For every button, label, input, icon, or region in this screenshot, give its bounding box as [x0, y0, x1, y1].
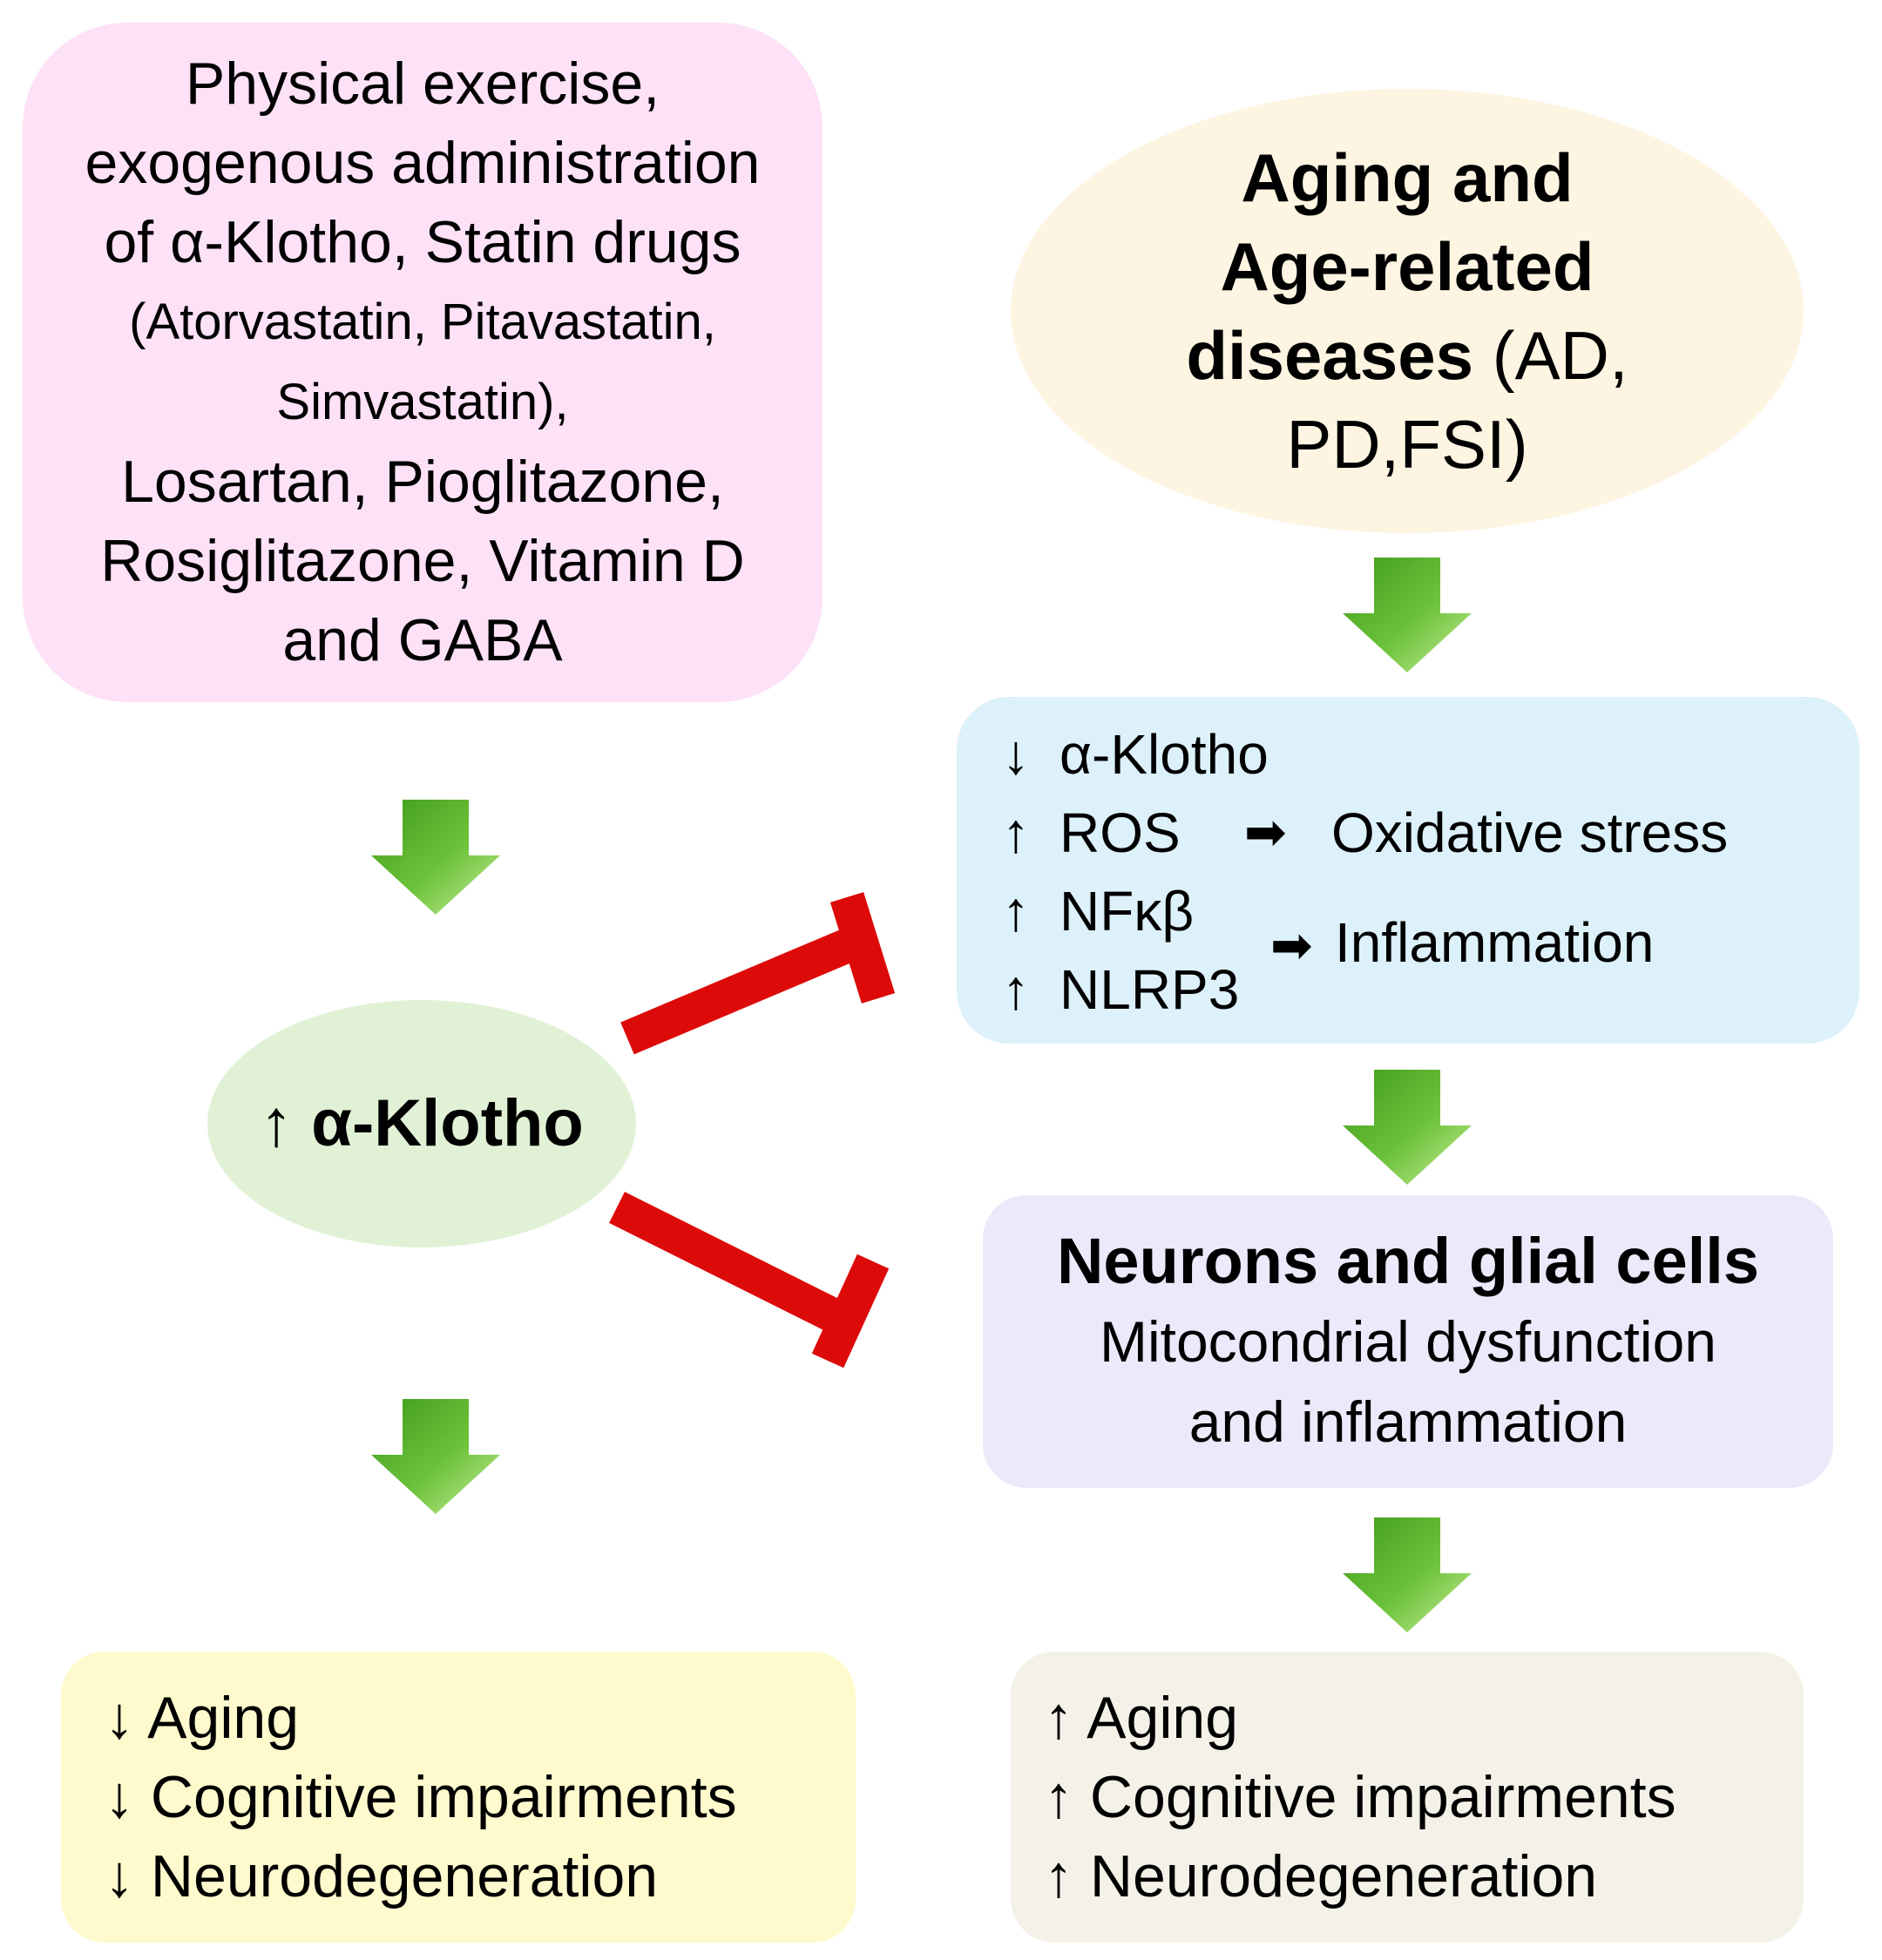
klotho-up-arrow: ↑: [260, 1086, 294, 1160]
down-arrow-klotho-to-outcome: [371, 1399, 500, 1514]
klotho-label: α-Klotho: [311, 1086, 584, 1160]
outcome-right-row-2: ↑ Cognitive impairments: [1044, 1763, 1676, 1830]
mol-row-3-arrow: ↑: [1002, 880, 1030, 943]
mol-row-4-arrow: ↑: [1002, 958, 1030, 1021]
interventions-line-3: of α-Klotho, Statin drugs: [104, 209, 741, 275]
outcome-right-row-3: ↑ Neurodegeneration: [1044, 1842, 1598, 1909]
aging-line-3: diseases (AD,: [1186, 317, 1628, 394]
interventions-box: Physical exercise, exogenous administrat…: [23, 23, 823, 702]
outcome-left-row-1: ↓ Aging: [105, 1684, 300, 1751]
outcome-decrease-box: ↓ Aging ↓ Cognitive impairments ↓ Neurod…: [61, 1652, 856, 1943]
ros-to-oxidative-arrow: ➡: [1244, 804, 1287, 861]
interventions-line-5: Simvastatin),: [276, 374, 569, 430]
down-arrow-neurons-to-outcome: [1343, 1517, 1472, 1632]
molecular-effects-box: ↓ α-Klotho ↑ ROS ➡ Oxidative stress ↑ NF…: [957, 697, 1859, 1044]
outcome-right-row-1: ↑ Aging: [1044, 1684, 1239, 1751]
neurons-glial-box: Neurons and glial cells Mitocondrial dys…: [983, 1195, 1833, 1488]
mol-row-4-label: NLRP3: [1059, 958, 1240, 1021]
mol-row-2-label: ROS: [1059, 801, 1181, 864]
interventions-line-7: Rosiglitazone, Vitamin D: [100, 528, 745, 594]
aging-diseases-ellipse: Aging and Age-related diseases (AD, PD,F…: [1011, 89, 1804, 533]
outcome-left-row-3: ↓ Neurodegeneration: [105, 1842, 659, 1909]
interventions-line-1: Physical exercise,: [185, 51, 660, 117]
nfkb-to-inflammation-arrow: ➡: [1270, 917, 1313, 974]
aging-line-2: Age-related: [1220, 228, 1594, 305]
aging-line-4: PD,FSI): [1286, 406, 1528, 483]
interventions-line-2: exogenous administration: [85, 130, 761, 196]
mol-row-3-label: NFκβ: [1059, 880, 1195, 943]
aging-line-1: Aging and: [1241, 139, 1574, 216]
oxidative-stress-label: Oxidative stress: [1331, 801, 1729, 864]
interventions-line-4: (Atorvastatin, Pitavastatin,: [129, 294, 716, 350]
inflammation-label: Inflammation: [1335, 911, 1655, 974]
inhibition-klotho-to-molecular: [620, 892, 896, 1055]
outcome-left-row-2: ↓ Cognitive impairments: [105, 1763, 737, 1830]
mol-row-1-label: α-Klotho: [1059, 723, 1269, 786]
klotho-increase-ellipse: ↑ α-Klotho: [207, 1000, 636, 1247]
mol-row-1-arrow: ↓: [1002, 723, 1030, 786]
klotho-label-line: ↑ α-Klotho: [260, 1085, 584, 1163]
mol-row-2-arrow: ↑: [1002, 801, 1030, 864]
neurons-title: Neurons and glial cells: [1056, 1225, 1759, 1297]
inhibition-klotho-to-neurons: [609, 1192, 890, 1369]
outcome-increase-box: ↑ Aging ↑ Cognitive impairments ↑ Neurod…: [1011, 1652, 1804, 1943]
interventions-line-6: Losartan, Pioglitazone,: [121, 449, 724, 515]
neurons-line-2: and inflammation: [1188, 1389, 1628, 1454]
neurons-line-1: Mitocondrial dysfunction: [1099, 1309, 1717, 1374]
interventions-line-8: and GABA: [282, 607, 563, 673]
down-arrow-aging-to-molecular: [1343, 558, 1472, 672]
down-arrow-interventions-to-klotho: [371, 800, 500, 915]
down-arrow-molecular-to-neurons: [1343, 1070, 1472, 1185]
